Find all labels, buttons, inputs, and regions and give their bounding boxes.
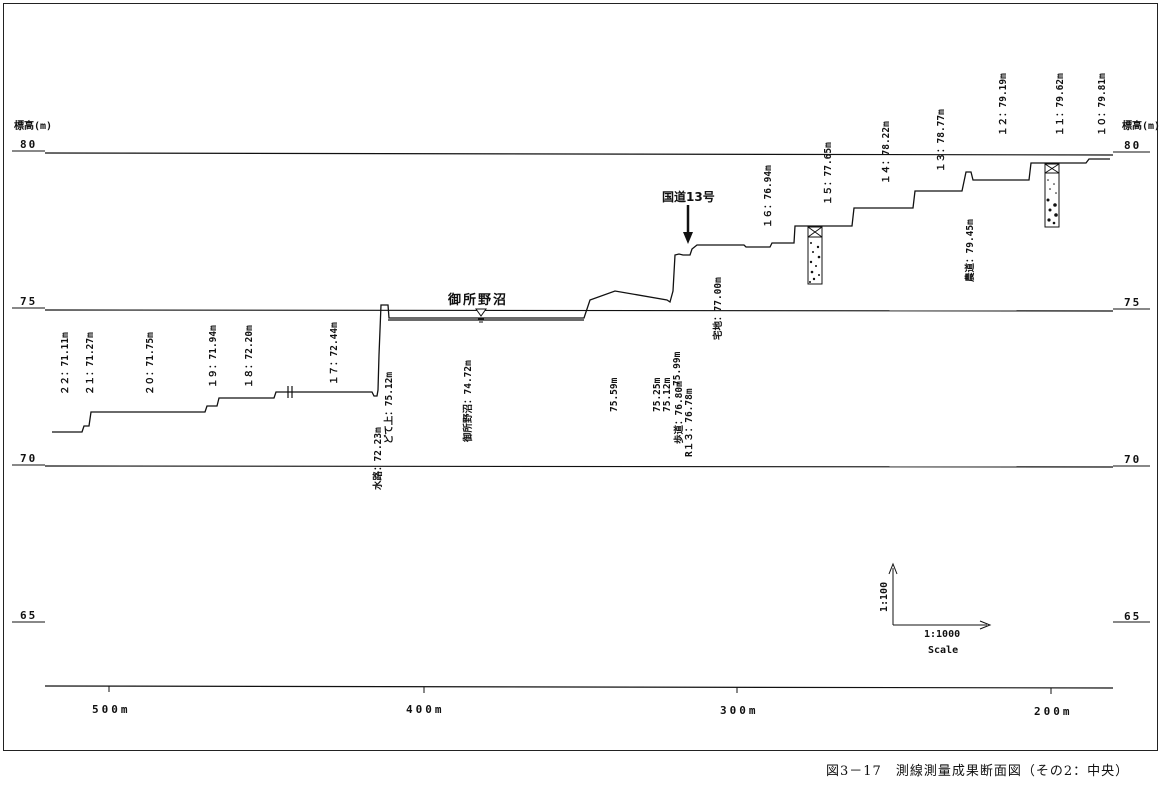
y-axis-label-left: 標高(m) [14,121,53,132]
x-tick-400: 400m [406,703,445,716]
point-label-22: ２２：71.11m [60,332,71,395]
point-label-15: １５：77.65m [823,142,834,205]
tick-70-right: 70 [1124,453,1142,466]
road-name: 国道13号 [662,190,715,204]
point-label-14: １４：78.22m [881,121,892,184]
point-label-18: １８：72.20m [244,325,255,388]
point-label-17: １７：72.44m [329,322,340,385]
tick-75-left: 75 [20,295,38,308]
point-label-7599: 75.99m [672,351,683,386]
point-label-21: ２１：71.27m [85,332,96,395]
scale-vertical: 1:100 [879,581,890,612]
point-label-13: １３：78.77m [936,109,947,172]
tick-75-right: 75 [1124,296,1142,309]
figure-caption: 図3－17 測線測量成果断面図（その2：中央） [826,764,1130,779]
tick-65-right: 65 [1124,610,1142,623]
gridline-70 [44,465,1114,468]
ground-profile [52,158,1110,433]
scale-label: Scale [928,645,959,656]
y-axis-label-right: 標高(m) [1122,121,1161,132]
scale-horizontal: 1:1000 [924,629,961,640]
point-label-11: １１：79.62m [1055,73,1066,136]
point-label-16: １６：76.94m [763,165,774,228]
tick-65-left: 65 [20,609,38,622]
point-label-20: ２０：71.75m [145,332,156,395]
distance-axis [44,685,1114,689]
gridline-75 [44,309,1114,312]
scale-arrows-icon [888,562,992,630]
point-label-10: １０：79.81m [1097,73,1108,136]
point-label-farm-road: 農道：79.45m [965,219,976,282]
point-label-residential: 宅地：77.00m [713,277,724,340]
point-label-12: １２：79.19m [998,73,1009,136]
point-label-19: １９：71.94m [208,325,219,388]
point-label-r13: R１３：76.78m [684,388,695,457]
point-label-pond: 御所野沼：74.72m [463,360,474,442]
point-label-embankment: どて上：75.12m [384,371,395,444]
drawing-frame [3,3,1158,751]
x-tick-300: 300m [720,704,759,717]
tick-80-left: 80 [20,138,38,151]
point-label-7559: 75.59m [609,377,620,412]
tick-70-left: 70 [20,452,38,465]
x-tick-200: 200m [1034,705,1073,718]
x-tick-500: 500m [92,703,131,716]
gridline-80 [44,152,1114,156]
tick-80-right: 80 [1124,139,1142,152]
boring-log-15 [807,226,823,285]
boring-log-11 [1044,163,1060,228]
pond-name: 御所野沼 [448,293,509,308]
water-level-icon [475,308,487,323]
